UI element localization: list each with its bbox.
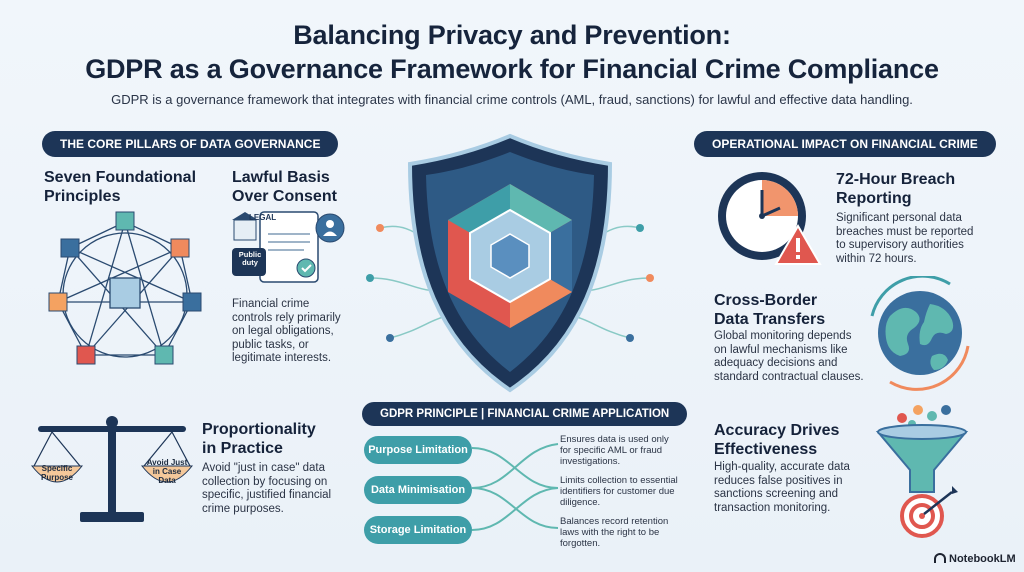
- accuracy-body: High-quality, accurate data reduces fals…: [714, 461, 850, 514]
- cross-border-body: Global monitoring depends on lawful mech…: [714, 330, 864, 383]
- legal-label: LEGAL: [249, 213, 277, 222]
- row-text-storage-limitation: Balances record retention laws with the …: [560, 516, 669, 549]
- row-pill-purpose-limitation: Purpose Limitation: [364, 436, 472, 464]
- page-subtitle: GDPR is a governance framework that inte…: [111, 92, 913, 107]
- lawful-basis-title: Lawful Basis Over Consent: [232, 169, 337, 205]
- row-text-data-minimisation: Limits collection to essential identifie…: [560, 475, 678, 508]
- funnel-target-icon: [875, 405, 969, 538]
- principles-network-icon: [48, 211, 202, 365]
- row-pill-data-minimisation: Data Minimisation: [364, 476, 472, 504]
- breach-reporting-body: Significant personal data breaches must …: [836, 212, 974, 265]
- brand-name: NotebookLM: [949, 553, 1016, 565]
- operational-impact-pill: OPERATIONAL IMPACT ON FINANCIAL CRIME: [694, 131, 996, 157]
- scale-left-label: Specific Purpose: [40, 464, 73, 482]
- row-text-purpose-limitation: Ensures data is used only for specific A…: [560, 434, 669, 467]
- core-pillars-pill: THE CORE PILLARS OF DATA GOVERNANCE: [42, 131, 339, 157]
- principle-connector-lines: [471, 443, 559, 531]
- principle-table-header: GDPR PRINCIPLE | FINANCIAL CRIME APPLICA…: [362, 402, 688, 426]
- public-duty-label: Public duty: [238, 250, 262, 267]
- globe-icon: [870, 276, 970, 391]
- brand-footer: NotebookLM: [934, 553, 1016, 565]
- breach-reporting-title: 72-Hour Breach Reporting: [836, 171, 956, 207]
- seven-principles-title: Seven Foundational Principles: [44, 169, 197, 205]
- page-title-line1: Balancing Privacy and Prevention:: [293, 20, 731, 50]
- page-title-line2: GDPR as a Governance Framework for Finan…: [85, 54, 939, 84]
- proportionality-title: Proportionality in Practice: [202, 421, 316, 457]
- cross-border-title: Cross-Border Data Transfers: [714, 292, 826, 328]
- scale-right-label: Avoid Just in Case Data: [146, 458, 188, 485]
- clock-alert-icon: [718, 172, 822, 265]
- accuracy-title: Accuracy Drives Effectiveness: [714, 422, 840, 458]
- legal-document-icon: [232, 211, 345, 283]
- lawful-basis-body: Financial crime controls rely primarily …: [232, 298, 341, 364]
- shield-icon: [366, 133, 654, 393]
- proportionality-body: Avoid "just in case" data collection by …: [202, 462, 332, 515]
- notebooklm-logo-icon: [934, 553, 946, 563]
- row-pill-storage-limitation: Storage Limitation: [364, 516, 472, 544]
- balance-scale-icon: [30, 416, 194, 522]
